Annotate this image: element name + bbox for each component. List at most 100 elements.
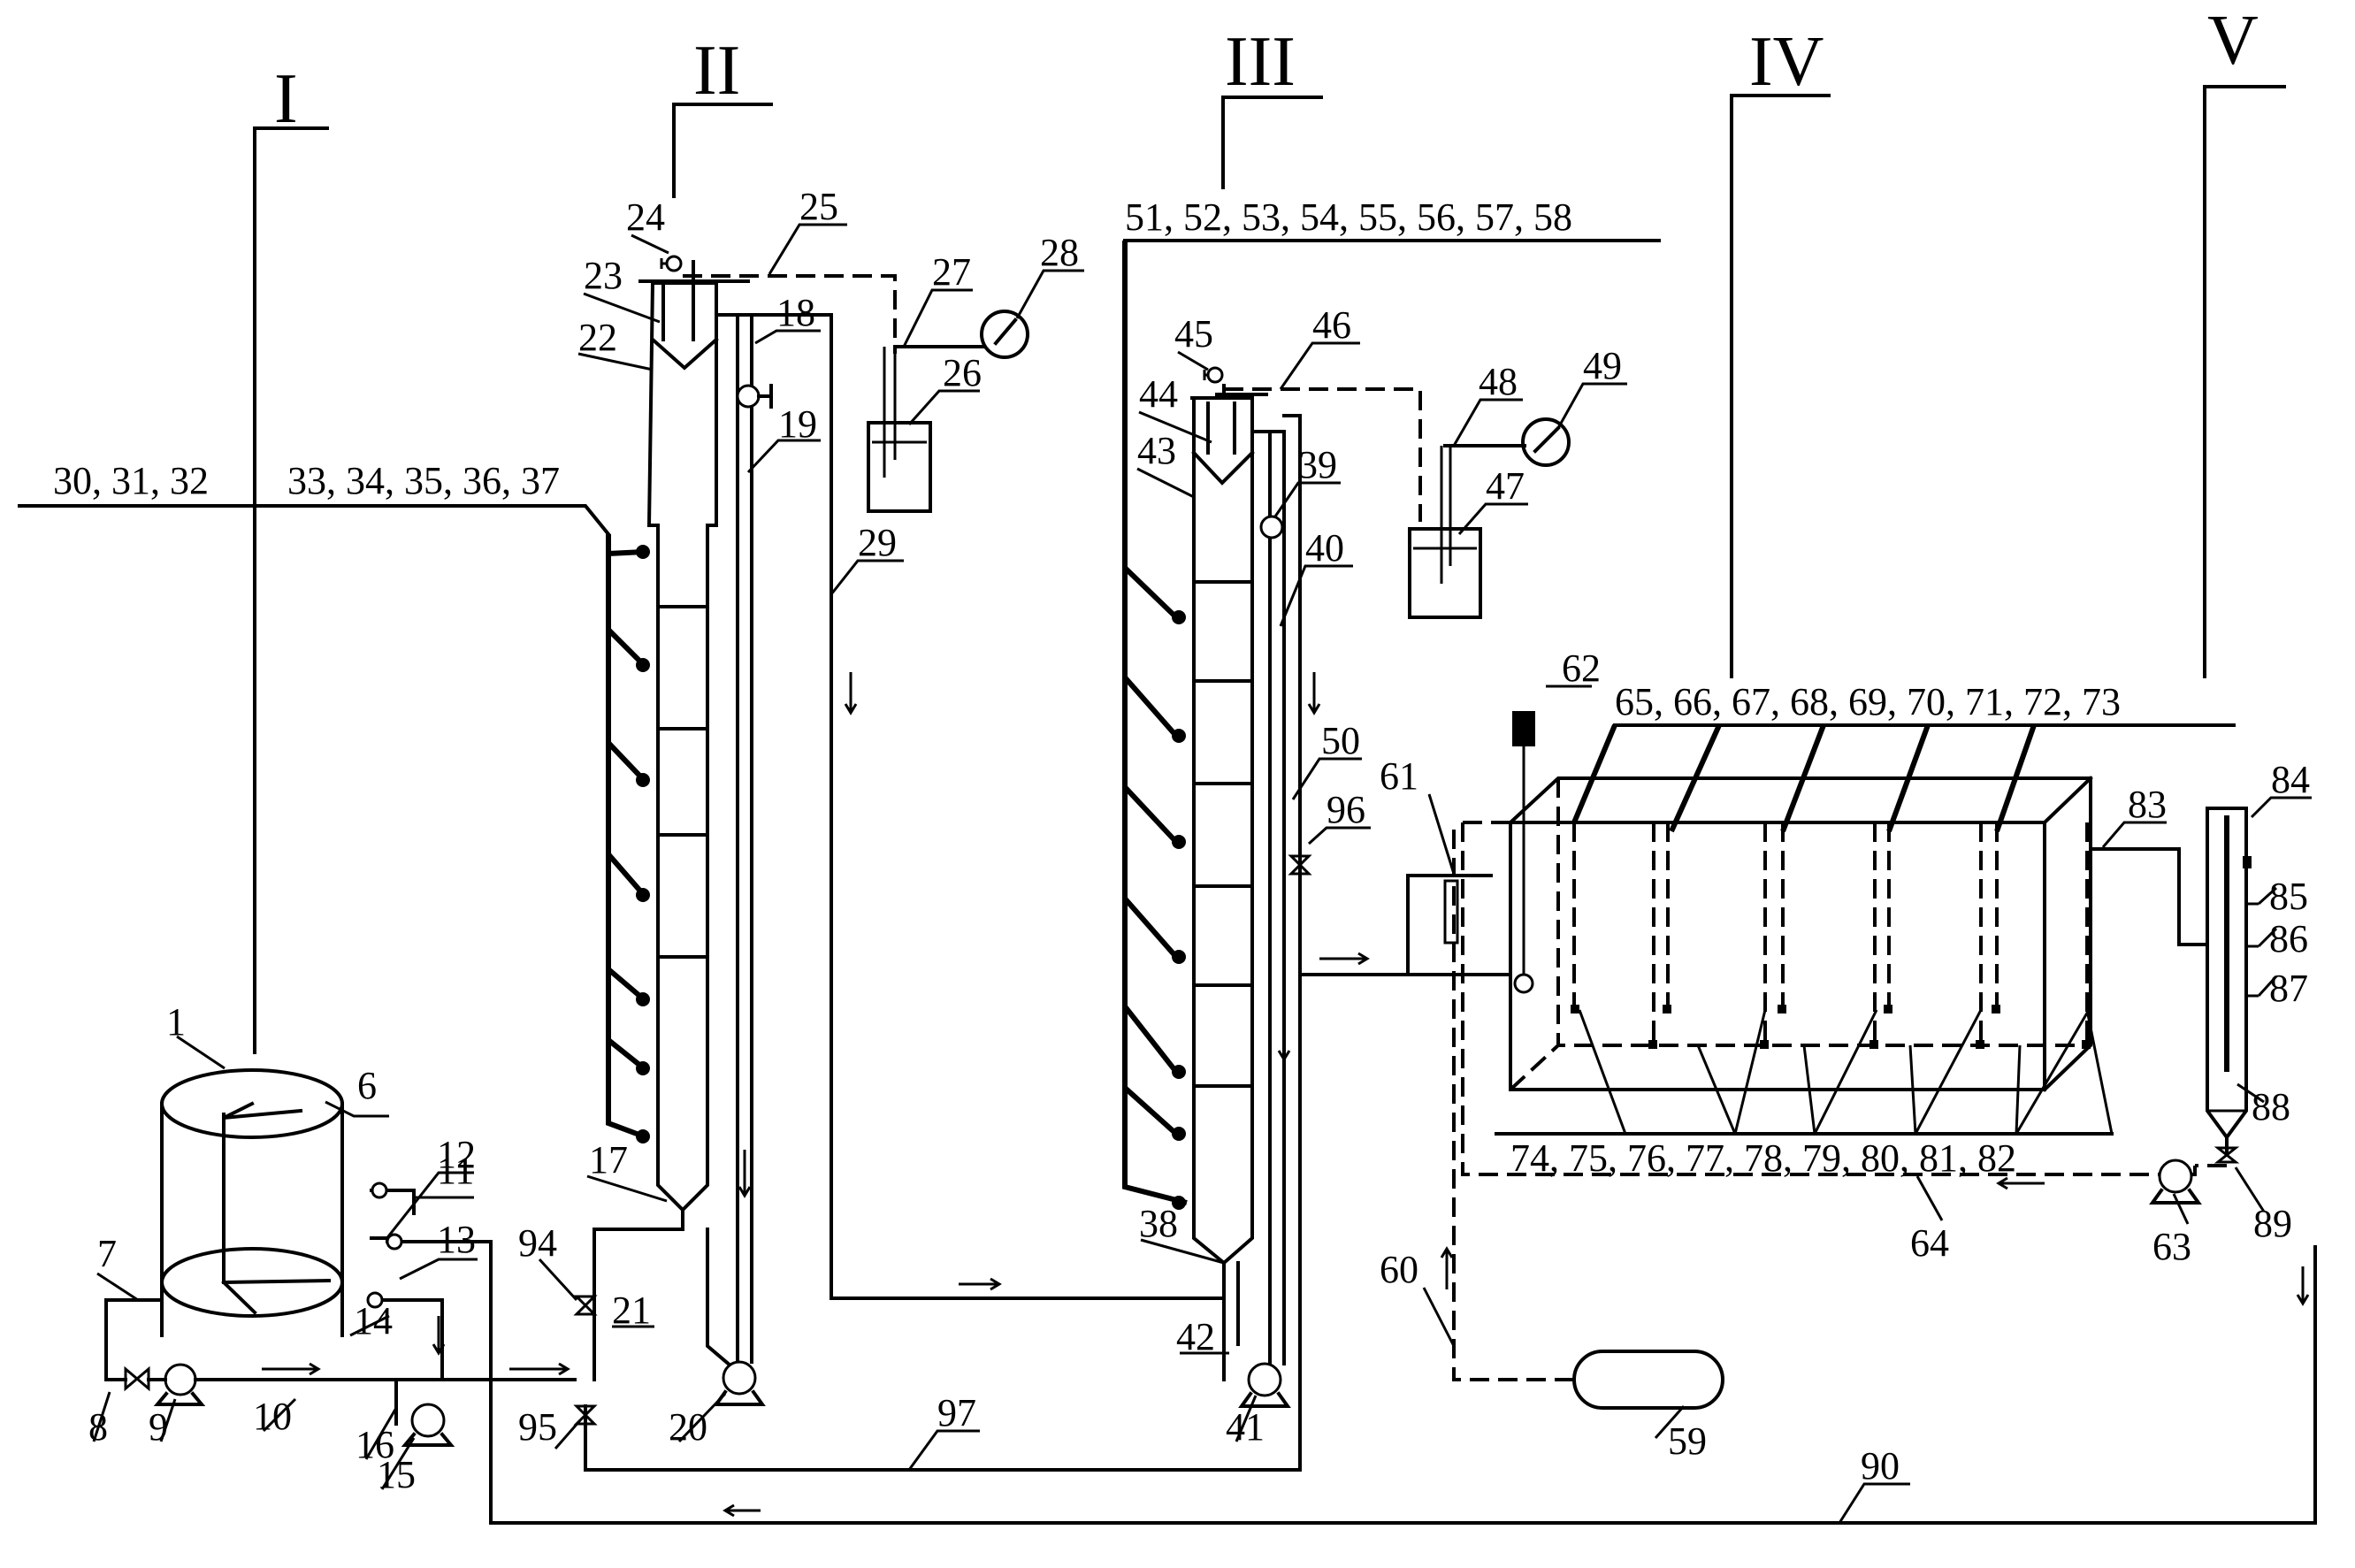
valve-12 [386, 1233, 403, 1251]
label-18: 18 [776, 291, 815, 334]
label-23: 23 [584, 254, 623, 297]
label-27: 27 [932, 250, 971, 294]
label-49: 49 [1583, 344, 1622, 387]
label-17: 17 [589, 1138, 628, 1182]
section-label-IV: IV [1749, 23, 1824, 101]
label-26: 26 [943, 351, 982, 394]
label-16: 16 [356, 1423, 394, 1466]
pump-20 [713, 1360, 766, 1406]
label-87: 87 [2269, 967, 2308, 1010]
label-40: 40 [1305, 526, 1344, 570]
valve-96 [1288, 854, 1312, 876]
label-97: 97 [937, 1391, 976, 1434]
label-64: 64 [1910, 1221, 1949, 1265]
group-label-74-82: 74, 75, 76, 77, 78, 79, 80, 81, 82 [1510, 1136, 2016, 1180]
label-86: 86 [2269, 917, 2308, 960]
flowmeter-61 [1406, 874, 1512, 976]
valve-8 [124, 1365, 150, 1392]
label-46: 46 [1312, 303, 1351, 347]
label-28: 28 [1040, 231, 1079, 274]
section-label-II: II [693, 32, 740, 110]
group-30-37: 30, 31, 32 33, 34, 35, 36, 37 [18, 459, 646, 1139]
gas-collector-26 [867, 347, 932, 513]
gas-collector-47 [1408, 446, 1482, 619]
label-10: 10 [253, 1395, 292, 1438]
label-88: 88 [2252, 1085, 2290, 1128]
feed-tank-1 [160, 1068, 344, 1337]
sample-ports-III [1172, 610, 1186, 1210]
label-59: 59 [1668, 1419, 1707, 1463]
label-29: 29 [858, 521, 897, 564]
reactor-II [593, 260, 750, 1381]
feed-pump-9 [153, 1363, 206, 1406]
valve-11 [371, 1182, 388, 1199]
label-89: 89 [2253, 1202, 2292, 1245]
label-20: 20 [669, 1405, 707, 1449]
group-51-58: 51, 52, 53, 54, 55, 56, 57, 58 [1122, 195, 1661, 1205]
label-8: 8 [88, 1405, 108, 1449]
section-header-III: III [1221, 23, 1323, 189]
label-60: 60 [1380, 1248, 1418, 1291]
label-63: 63 [2152, 1225, 2191, 1268]
label-15: 15 [377, 1453, 416, 1496]
valve-24 [665, 255, 683, 272]
gas-meter-28 [980, 310, 1029, 359]
label-1: 1 [166, 1000, 186, 1044]
gas-line-46 [1224, 387, 1422, 522]
label-25: 25 [799, 185, 838, 228]
pump-15 [394, 1378, 455, 1447]
label-13: 13 [437, 1218, 476, 1261]
label-85: 85 [2269, 875, 2308, 918]
recycle-line-40 [1250, 430, 1286, 1365]
label-19: 19 [778, 402, 817, 446]
recycle-line-64 [2195, 1137, 2229, 1167]
label-83: 83 [2128, 783, 2167, 826]
label-11: 11 [437, 1149, 474, 1192]
label-6: 6 [357, 1064, 377, 1107]
label-84: 84 [2271, 758, 2310, 801]
section-header-II: II [672, 32, 773, 198]
label-39: 39 [1298, 443, 1337, 486]
label-9: 9 [149, 1405, 168, 1449]
label-47: 47 [1486, 464, 1525, 508]
label-95: 95 [518, 1405, 557, 1449]
callouts: 1 6 7 8 9 10 11 12 13 14 15 16 17 18 19 … [88, 185, 2312, 1524]
label-42: 42 [1176, 1315, 1215, 1358]
label-43: 43 [1137, 429, 1176, 472]
label-61: 61 [1380, 754, 1418, 798]
label-96: 96 [1327, 788, 1365, 831]
recycle-line-19 [715, 313, 753, 1364]
label-12: 12 [437, 1133, 476, 1176]
line-7 [104, 1298, 577, 1381]
gas-line-25 [683, 274, 897, 354]
electrode-nodes [1571, 1005, 2091, 1049]
valve-94 [573, 1295, 598, 1316]
valve-13 [366, 1291, 384, 1309]
label-45: 45 [1174, 312, 1213, 356]
line-83 [2089, 847, 2209, 946]
section-header-V: V [2203, 2, 2286, 678]
label-44: 44 [1139, 372, 1178, 416]
group-74-82: 74, 75, 76, 77, 78, 79, 80, 81, 82 [1495, 1009, 2114, 1180]
group-label-65-73: 65, 66, 67, 68, 69, 70, 71, 72, 73 [1615, 680, 2121, 723]
line-12 [370, 1236, 2317, 1525]
group-label-51-58: 51, 52, 53, 54, 55, 56, 57, 58 [1125, 195, 1572, 239]
tank-reactor-IV [1461, 776, 2197, 1176]
section-header-I: I [253, 60, 329, 1054]
label-94: 94 [518, 1221, 557, 1265]
flow-arrows [262, 672, 2310, 1518]
settler-V [2206, 807, 2259, 1141]
label-50: 50 [1321, 719, 1360, 762]
group-label-30-32: 30, 31, 32 [53, 459, 209, 502]
label-24: 24 [626, 195, 665, 239]
reactor-III [1172, 384, 1268, 1381]
label-22: 22 [578, 316, 617, 359]
label-38: 38 [1139, 1202, 1178, 1245]
section-label-III: III [1225, 23, 1296, 101]
label-14: 14 [354, 1299, 393, 1342]
heater-62 [1512, 711, 1535, 994]
line-14 [370, 1298, 444, 1381]
gas-cylinder-59 [1572, 1350, 1724, 1410]
valve-39 [1259, 515, 1284, 539]
